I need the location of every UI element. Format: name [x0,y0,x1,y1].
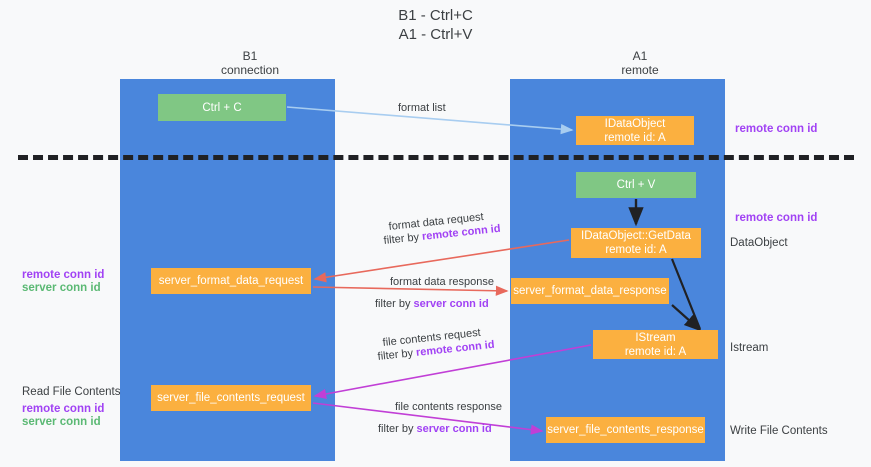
node-label: server_file_contents_response [547,424,704,436]
filter-key: server conn id [416,423,492,435]
annotation-remote-conn-id-left-2: remote conn id [22,403,105,415]
annotation-write-file-contents: Write File Contents [730,425,828,437]
node-sublabel: remote id: A [605,244,667,256]
annotation-remote-conn-id-mid: remote conn id [735,212,818,224]
node-server-file-contents-request[interactable]: server_file_contents_request [151,385,311,411]
edge-label-format-data-response-filter: filter by server conn id [375,297,489,311]
node-label: server_format_data_request [158,275,304,287]
node-sublabel: remote id: A [604,131,666,144]
node-label: server_file_contents_request [157,392,305,404]
filter-key: server conn id [413,298,489,310]
edge-label-format-data-response: format data response [390,276,494,288]
node-label: server_format_data_response [513,285,667,297]
annotation-server-conn-id-left-1: server conn id [22,282,101,294]
annotation-dataobject: DataObject [730,237,788,249]
node-istream[interactable]: IStream remote id: A [593,330,718,359]
annotation-read-file-contents: Read File Contents [22,386,121,398]
annotation-istream: Istream [730,342,769,354]
node-label: IDataObject::GetData [581,230,691,242]
edge-label-file-contents-response-filter: filter by server conn id [378,422,492,436]
filter-prefix: filter by [383,230,423,247]
filter-prefix: filter by [375,298,414,310]
node-label: IDataObject [604,117,666,130]
node-server-file-contents-response[interactable]: server_file_contents_response [546,417,705,443]
node-server-format-data-request[interactable]: server_format_data_request [151,268,311,294]
node-server-format-data-response[interactable]: server_format_data_response [511,278,669,304]
lane-header-a1: A1 remote [621,49,659,77]
annotation-server-conn-id-left-2: server conn id [22,416,101,428]
page-title: B1 - Ctrl+C A1 - Ctrl+V [398,7,473,43]
node-label: Ctrl + C [202,101,242,114]
annotation-remote-conn-id-top: remote conn id [735,123,818,135]
filter-prefix: filter by [377,346,417,363]
filter-prefix: filter by [378,423,417,435]
node-idataobject-getdata[interactable]: IDataObject::GetData remote id: A [571,228,701,258]
node-label: Ctrl + V [616,179,656,191]
node-ctrl-c[interactable]: Ctrl + C [158,94,286,121]
phase-separator-divider [18,155,854,160]
lane-header-b1: B1 connection [220,49,280,77]
edge-label-file-contents-response: file contents response [395,401,503,413]
node-label: IStream [635,331,676,344]
node-idataobject[interactable]: IDataObject remote id: A [576,116,694,145]
node-sublabel: remote id: A [624,345,687,358]
node-ctrl-v[interactable]: Ctrl + V [576,172,696,198]
edge-label-format-list: format list [398,102,446,114]
annotation-remote-conn-id-left-1: remote conn id [22,269,105,281]
